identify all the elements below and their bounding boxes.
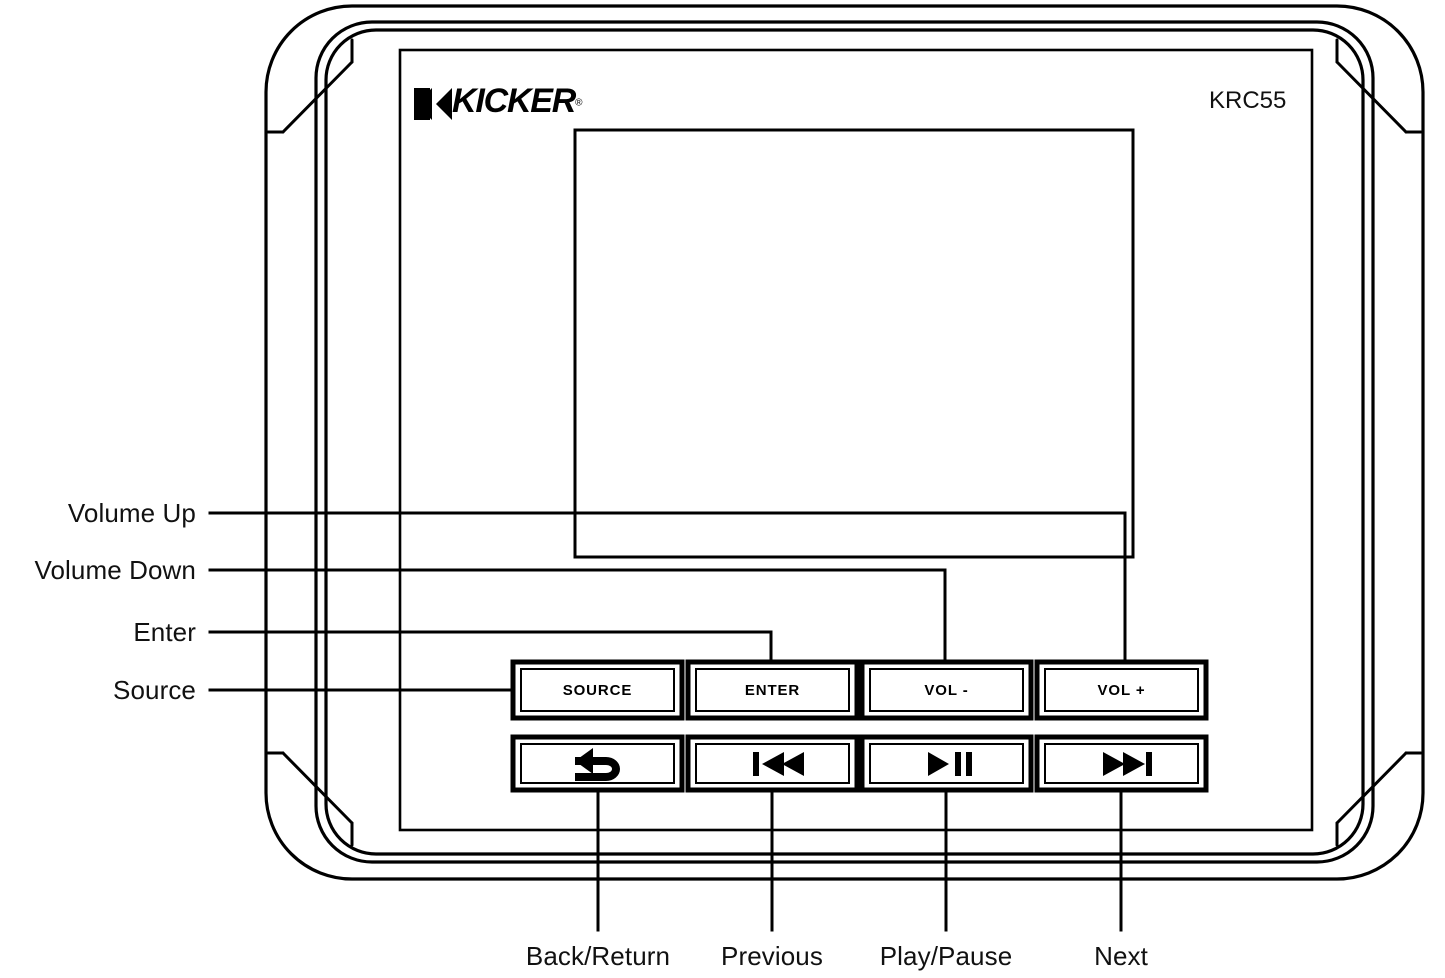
button-vol-down[interactable] (859, 659, 1034, 721)
leader-lines-left (208, 511, 1127, 692)
button-label-enter: ENTER (744, 682, 801, 699)
callout-volume-down: Volume Down (34, 555, 196, 585)
faceplate-panel (398, 48, 1314, 832)
registered-mark: ® (575, 97, 583, 109)
next-track-icon (1103, 752, 1152, 776)
button-enter[interactable] (685, 659, 860, 721)
button-row-top (510, 659, 1209, 721)
callout-play-pause: Play/Pause (879, 941, 1013, 971)
kicker-wordmark: KICKER® (452, 82, 583, 121)
button-label-source: SOURCE (562, 682, 633, 699)
button-row-bottom (510, 734, 1209, 793)
callout-enter: Enter (133, 617, 196, 647)
display-screen (573, 128, 1135, 559)
leader-lines-bottom (596, 788, 1123, 932)
button-vol-up[interactable] (1034, 659, 1209, 721)
button-label-vol-up: VOL + (1097, 682, 1146, 699)
callout-source: Source (113, 675, 196, 705)
brand-name: KICKER (452, 82, 576, 120)
callout-volume-up: Volume Up (67, 498, 196, 528)
callout-back-return: Back/Return (525, 941, 671, 971)
play-pause-icon (928, 752, 972, 776)
back-return-icon (575, 748, 620, 781)
previous-track-icon (753, 752, 804, 776)
button-source[interactable] (510, 659, 685, 721)
callout-previous: Previous (721, 941, 823, 971)
button-label-vol-down: VOL - (924, 682, 969, 699)
corner-bracket-chords (266, 38, 1423, 847)
model-number: KRC55 (1209, 87, 1287, 114)
callout-next: Next (1094, 941, 1148, 971)
kicker-logo-mark (414, 88, 452, 120)
housing-outline (264, 4, 1425, 881)
